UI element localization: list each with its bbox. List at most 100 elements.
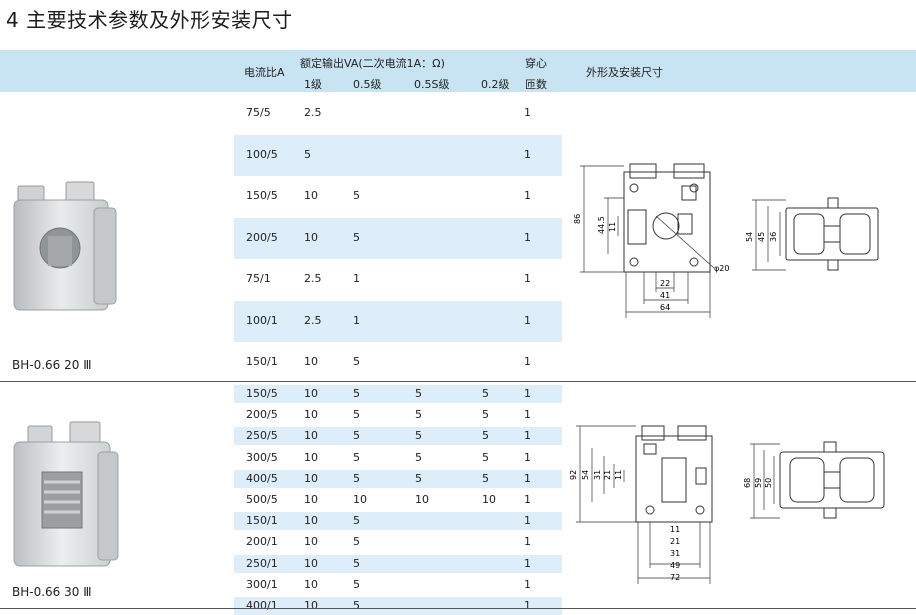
table-cell-c05: 5 <box>353 387 360 400</box>
table-cell-ratio: 250/5 <box>246 429 278 443</box>
table-cell-ratio: 150/5 <box>246 189 278 202</box>
table-bottom-border <box>0 608 916 609</box>
table-cell-c1: 10 <box>304 493 318 506</box>
table-cell-c1: 2.5 <box>304 272 322 285</box>
table-cell-c1: 10 <box>304 535 318 549</box>
table-cell-ratio: 200/1 <box>246 535 278 549</box>
table-cell-c02: 5 <box>482 450 489 464</box>
table-cell-c1: 10 <box>304 450 318 464</box>
table-cell-ratio: 300/1 <box>246 577 278 591</box>
table-row-band <box>234 134 562 176</box>
table-row-band <box>234 554 562 573</box>
table-cell-c1: 10 <box>304 556 318 570</box>
table-cell-ratio: 100/5 <box>246 147 278 161</box>
table-cell-c05s: 5 <box>415 408 422 422</box>
header-class-02: 0.2级 <box>481 78 510 91</box>
dimension-drawing-1-side: 54 45 36 <box>745 197 879 271</box>
table-row-band <box>234 217 562 259</box>
table-cell-c1: 10 <box>304 429 318 443</box>
table-cell-turns: 1 <box>524 514 531 528</box>
table-cell-turns: 1 <box>524 493 531 506</box>
dim1-54: 54 <box>745 232 754 242</box>
section-divider <box>0 381 916 382</box>
table-cell-c05: 5 <box>353 408 360 422</box>
table-cell-c1: 10 <box>304 471 318 485</box>
table-cell-turns: 1 <box>524 408 531 422</box>
model-label-2: BH-0.66 30 Ⅲ <box>12 585 92 599</box>
dim2-68: 68 <box>743 478 752 488</box>
table-cell-c05: 5 <box>353 230 360 244</box>
dimension-drawing-2-front: 92 54 31 21 11 11 21 31 49 72 <box>569 425 713 584</box>
header-turns-bottom: 匝数 <box>525 78 547 91</box>
table-cell-ratio: 400/5 <box>246 471 278 485</box>
table-header: 电流比A 额定输出VA(二次电流1A：Ω) 1级 0.5级 0.5S级 0.2级… <box>0 50 916 92</box>
product-image-1 <box>13 181 117 311</box>
table-cell-turns: 1 <box>524 577 531 591</box>
table-cell-c1: 10 <box>304 577 318 591</box>
table-cell-c05s: 10 <box>415 493 429 506</box>
table-cell-c05: 1 <box>353 272 360 285</box>
table-cell-c02: 10 <box>482 493 496 506</box>
table-cell-c05: 5 <box>353 450 360 464</box>
table-cell-c1: 10 <box>304 599 318 612</box>
table-cell-turns: 1 <box>524 471 531 485</box>
table-cell-c1: 2.5 <box>304 106 322 119</box>
table-cell-c05: 5 <box>353 535 360 549</box>
table-cell-c05: 5 <box>353 514 360 528</box>
table-cell-ratio: 75/1 <box>246 272 271 285</box>
table-cell-ratio: 500/5 <box>246 493 278 506</box>
product-image-2 <box>13 421 119 567</box>
table-cell-ratio: 300/5 <box>246 450 278 464</box>
table-cell-turns: 1 <box>524 535 531 549</box>
table-cell-c1: 5 <box>304 147 311 161</box>
table-cell-ratio: 75/5 <box>246 106 271 119</box>
table-row-band <box>234 512 562 531</box>
dim1-86: 86 <box>573 214 582 224</box>
page-title: 4 主要技术参数及外形安装尺寸 <box>6 8 293 32</box>
table-cell-c1: 10 <box>304 355 318 368</box>
header-class-05s: 0.5S级 <box>414 78 450 91</box>
table-cell-turns: 1 <box>524 556 531 570</box>
dim2-21: 21 <box>603 470 612 480</box>
table-cell-c02: 5 <box>482 387 489 400</box>
table-cell-turns: 1 <box>524 106 531 119</box>
table-cell-turns: 1 <box>524 147 531 161</box>
dim2-59: 59 <box>754 478 763 488</box>
header-rated-output: 额定输出VA(二次电流1A：Ω) <box>300 57 445 70</box>
model-label-1: BH-0.66 20 Ⅲ <box>12 358 92 372</box>
table-cell-c1: 10 <box>304 387 318 400</box>
table-cell-turns: 1 <box>524 313 531 327</box>
table-cell-turns: 1 <box>524 230 531 244</box>
table-cell-ratio: 200/5 <box>246 408 278 422</box>
table-cell-ratio: 200/5 <box>246 230 278 244</box>
table-cell-turns: 1 <box>524 189 531 202</box>
table-cell-c05: 1 <box>353 313 360 327</box>
header-ratio: 电流比A <box>244 66 285 79</box>
table-cell-c1: 10 <box>304 230 318 244</box>
table-row-band <box>234 300 562 342</box>
dim1-phi20: φ20 <box>714 264 729 273</box>
header-dimensions: 外形及安装尺寸 <box>586 66 663 79</box>
table-cell-c05: 5 <box>353 189 360 202</box>
header-turns-top: 穿心 <box>525 57 547 70</box>
dimension-drawing-1-front: 86 44.5 11 22 41 64 φ20 <box>573 163 729 318</box>
dim2-11: 11 <box>614 470 623 480</box>
dim2-21b: 21 <box>670 537 680 546</box>
dim1-44_5: 44.5 <box>597 216 606 234</box>
table-cell-c05: 5 <box>353 471 360 485</box>
dim2-49: 49 <box>670 561 680 570</box>
table-cell-turns: 1 <box>524 429 531 443</box>
table-cell-ratio: 250/1 <box>246 556 278 570</box>
table-cell-c1: 10 <box>304 189 318 202</box>
dim2-54: 54 <box>581 470 590 480</box>
table-cell-c05: 10 <box>353 493 367 506</box>
table-cell-c05s: 5 <box>415 387 422 400</box>
table-row-band <box>234 385 562 403</box>
table-cell-turns: 1 <box>524 387 531 400</box>
table-cell-ratio: 100/1 <box>246 313 278 327</box>
header-class-05: 0.5级 <box>353 78 382 91</box>
table-cell-c02: 5 <box>482 471 489 485</box>
dim1-64: 64 <box>660 303 670 312</box>
table-cell-turns: 1 <box>524 355 531 368</box>
table-cell-ratio: 150/1 <box>246 514 278 528</box>
